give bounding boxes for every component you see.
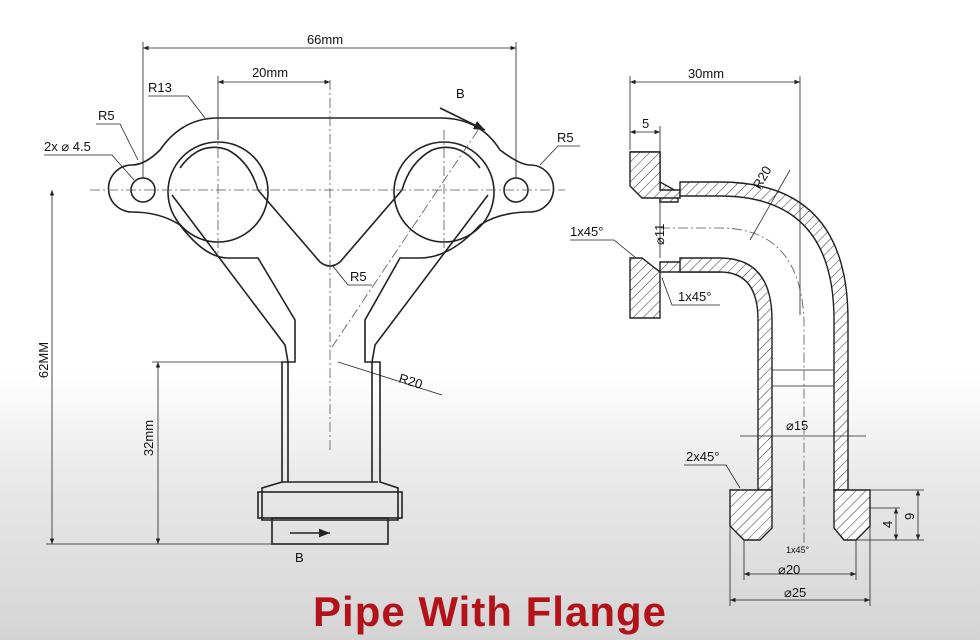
- r5-left-label: R5: [98, 108, 115, 123]
- base-flange: [257, 491, 403, 519]
- r13-leader: [148, 95, 206, 119]
- chamfer-base-small-label: 1x45°: [786, 545, 810, 555]
- r13-label: R13: [148, 80, 172, 95]
- chamfer-outer-label: 1x45°: [570, 224, 603, 239]
- base-flange-right: [833, 489, 871, 541]
- section-label-bottom: B: [295, 550, 304, 565]
- chamfer-base-label: 2x45°: [686, 449, 719, 464]
- section-centerline: [660, 227, 805, 548]
- r5-left-leader: [96, 123, 139, 161]
- dim-66-label: 66mm: [307, 32, 343, 47]
- base-flange-left: [729, 489, 773, 541]
- flange-top-hatch: [629, 151, 681, 199]
- stem-dia-label: ⌀15: [786, 418, 808, 433]
- base-spigot: [271, 517, 389, 545]
- dim-32-label: 32mm: [141, 420, 156, 456]
- r20-leader: [337, 361, 443, 396]
- bend-r20-leader: [749, 169, 791, 241]
- dim-4-label: 4: [880, 521, 895, 528]
- bend-r20-label: R20: [750, 163, 775, 191]
- dim-5-label: 5: [642, 116, 649, 131]
- front-view: 66mm 20mm R13 R5 R5 2x ⌀ 4.5 R5 R20 62MM…: [36, 32, 580, 565]
- r5-right-leader: [539, 145, 580, 166]
- base-inner-dia-label: ⌀20: [778, 562, 800, 577]
- page-title: Pipe With Flange: [313, 588, 667, 635]
- r20-label: R20: [397, 371, 424, 392]
- holes-label: 2x ⌀ 4.5: [44, 139, 91, 154]
- chamfer-base-leader: [684, 464, 741, 489]
- bore-dia-label: ⌀11: [652, 224, 667, 245]
- r5-right-label: R5: [557, 130, 574, 145]
- section-cut-line: [329, 129, 479, 351]
- section-view: 30mm 5 R20 ⌀11 1x45° 1x45° ⌀15 2x45° 1x4…: [570, 66, 924, 606]
- dim-62-label: 62MM: [36, 342, 51, 378]
- chamfer-inner-leader: [661, 277, 720, 306]
- holes-leader: [44, 154, 135, 181]
- section-label-top: B: [456, 86, 465, 101]
- dim-9-label: 9: [902, 513, 917, 520]
- chamfer-inner-label: 1x45°: [678, 289, 711, 304]
- base-outer-dia-label: ⌀25: [784, 585, 806, 600]
- section-arrow-top: [439, 107, 486, 131]
- dim-20-label: 20mm: [252, 65, 288, 80]
- r5-vee-leader: [331, 264, 372, 286]
- y-passage-outer: [171, 194, 489, 363]
- dim-30-label: 30mm: [688, 66, 724, 81]
- flange-outline: [107, 117, 555, 521]
- chamfer-outer-leader: [570, 239, 637, 259]
- r5-vee-label: R5: [350, 269, 367, 284]
